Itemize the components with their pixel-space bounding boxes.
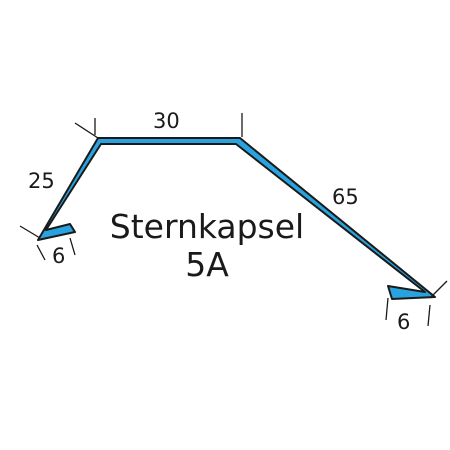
profile-code: 5A xyxy=(185,245,229,284)
dimension-right-leg: 65 xyxy=(332,185,359,209)
tick-top-left xyxy=(74,122,99,139)
dimension-left-leg: 25 xyxy=(28,169,55,193)
tick-left-hem-2 xyxy=(69,237,76,256)
tick-right-hem-1 xyxy=(385,297,389,321)
dimension-left-hem: 6 xyxy=(52,244,65,268)
dimension-top-flat: 30 xyxy=(153,109,180,133)
tick-left-bottom xyxy=(19,225,41,239)
tick-right-hem-2 xyxy=(427,304,431,327)
profile-name: Sternkapsel xyxy=(110,207,304,246)
tick-left-hem-1 xyxy=(36,244,46,261)
profile-outline xyxy=(37,137,436,300)
tick-right-end xyxy=(429,280,448,299)
dimension-right-hem: 6 xyxy=(397,310,410,334)
